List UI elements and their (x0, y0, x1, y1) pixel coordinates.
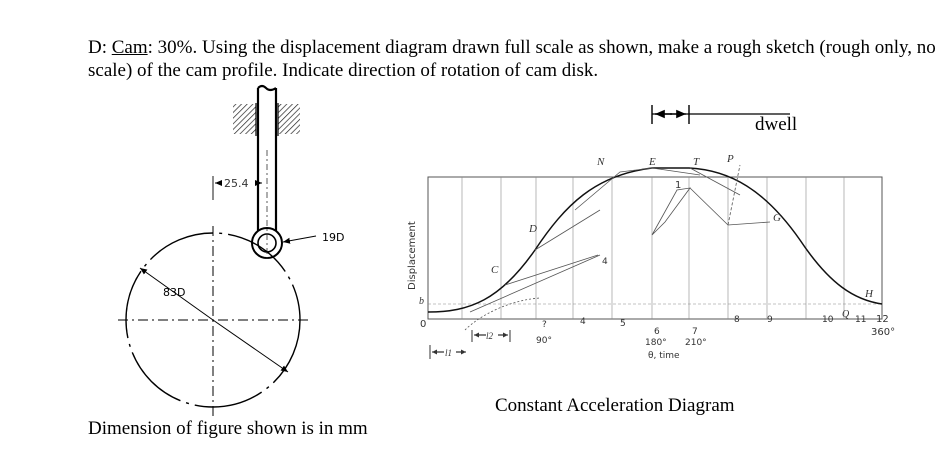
tick-4: 4 (580, 317, 586, 327)
displacement-diagram: Displacement C D N E T P G Q H b 0 1 4 ?… (407, 105, 895, 361)
problem-label: D: (88, 37, 107, 58)
base-circle-dimension: 83D (163, 286, 185, 299)
guide-hatch-left (233, 104, 256, 134)
dwell-label: dwell (755, 114, 798, 135)
time-axis-label: θ, time (648, 351, 680, 361)
angle-210: 210° (685, 338, 707, 348)
tick-7: 7 (692, 327, 698, 337)
dim-label-l2: l2 (486, 331, 494, 341)
angle-360: 360° (871, 327, 895, 338)
point-label-q: Q (842, 309, 850, 320)
tick-12: 12 (876, 314, 889, 325)
misc-label-question: ? (542, 320, 547, 330)
tick-6: 6 (654, 327, 660, 337)
cam-figure-caption: Dimension of figure shown is in mm (88, 418, 368, 439)
y-axis-label: Displacement (407, 221, 418, 290)
construction-lines (464, 164, 771, 331)
misc-label-4-curve: 4 (602, 257, 608, 267)
point-label-h: H (864, 288, 874, 300)
problem-weight: : 30%. (147, 37, 198, 58)
offset-dimension: 25.4 (224, 177, 249, 190)
cam-follower-sketch: 25.4 19D 83D (118, 84, 344, 416)
point-label-c: C (491, 264, 499, 276)
diagram-caption: Constant Acceleration Diagram (495, 395, 735, 416)
tick-5: 5 (620, 319, 626, 329)
tick-11: 11 (855, 315, 866, 325)
misc-label-b: b (419, 296, 424, 307)
point-label-e: E (648, 156, 656, 168)
point-label-n: N (596, 156, 605, 168)
diagram-grid (428, 177, 882, 319)
roller-dimension: 19D (322, 231, 344, 244)
displacement-curve (427, 167, 883, 313)
angle-90: 90° (536, 336, 552, 346)
guide-hatch-right (278, 104, 300, 134)
point-label-p: P (726, 153, 734, 165)
problem-text: Using the displacement diagram drawn ful… (88, 37, 936, 81)
point-label-t: T (693, 156, 700, 168)
misc-label-zero: 0 (420, 319, 426, 330)
angle-180: 180° (645, 338, 667, 348)
follower-stem (256, 84, 278, 238)
point-label-d: D (528, 223, 537, 235)
tick-10: 10 (822, 315, 834, 325)
diagram-frame (427, 176, 883, 320)
dim-label-l1: l1 (445, 348, 452, 358)
tick-9: 9 (767, 315, 773, 325)
problem-statement: D: Cam: 30%. Using the displacement diag… (88, 36, 938, 82)
misc-label-1-curve: 1 (675, 180, 681, 191)
point-label-g: G (773, 212, 781, 224)
problem-topic: Cam (111, 37, 148, 58)
tick-8: 8 (734, 315, 740, 325)
